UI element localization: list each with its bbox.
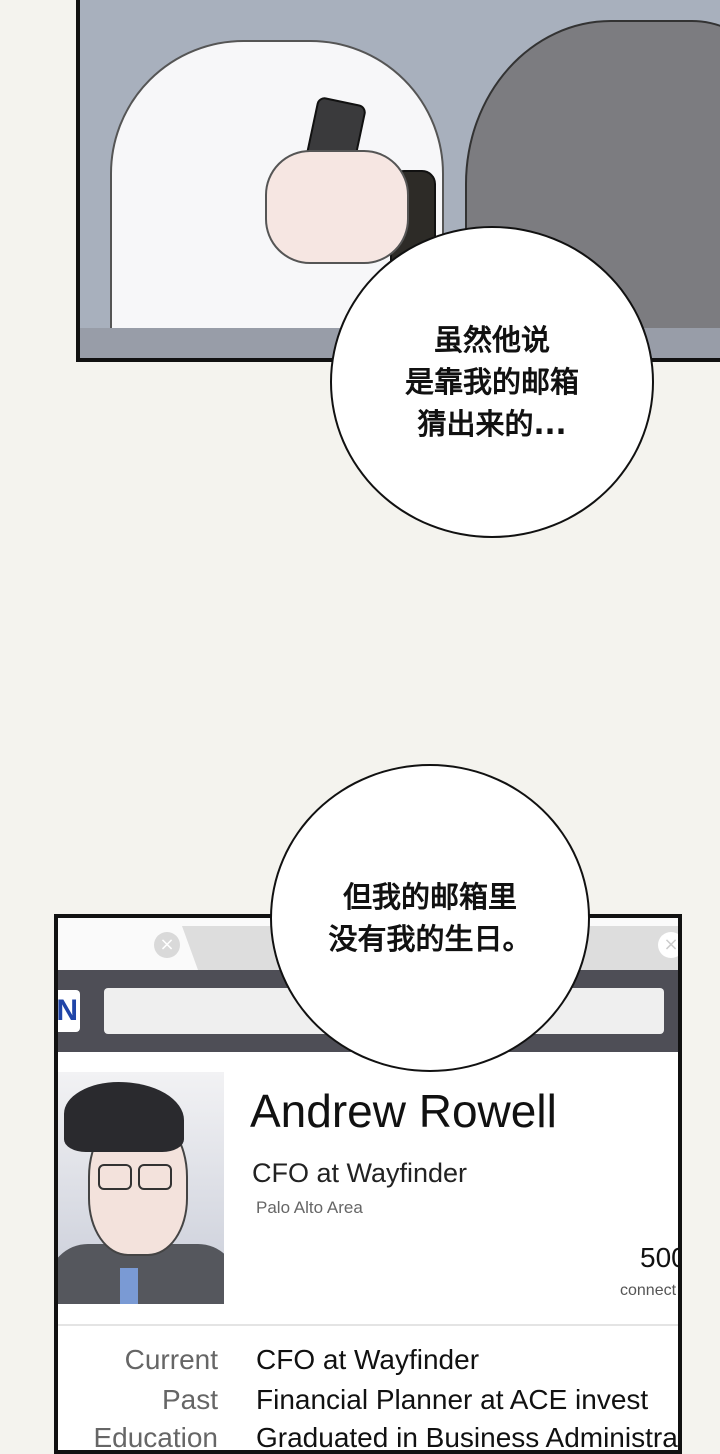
profile-location: Palo Alto Area bbox=[256, 1198, 363, 1217]
bubble-bottom-line-1: 但我的邮箱里 bbox=[342, 880, 517, 914]
divider bbox=[58, 1324, 678, 1326]
row-value-education: Graduated in Business Administra bbox=[256, 1422, 678, 1453]
tab-close-icon[interactable]: × bbox=[154, 932, 180, 958]
hands bbox=[265, 150, 409, 264]
bubble-top-line-2: 是靠我的邮箱 bbox=[404, 365, 579, 399]
site-logo[interactable]: N bbox=[58, 990, 80, 1032]
row-label-current: Current bbox=[124, 1344, 218, 1375]
avatar-hair bbox=[64, 1082, 184, 1152]
speech-bubble-bottom: 但我的邮箱里 没有我的生日。 bbox=[270, 764, 590, 1072]
connections-count[interactable]: 500 bbox=[640, 1242, 678, 1273]
bubble-top-line-1: 虽然他说 bbox=[433, 323, 550, 357]
profile-headline: CFO at Wayfinder bbox=[252, 1158, 468, 1188]
row-label-education: Education bbox=[93, 1422, 218, 1453]
row-label-past: Past bbox=[161, 1384, 218, 1415]
row-value-current: CFO at Wayfinder bbox=[256, 1344, 480, 1375]
profile-name: Andrew Rowell bbox=[250, 1085, 557, 1137]
bubble-top-line-3: 猜出来的... bbox=[417, 407, 567, 441]
avatar-glasses-right bbox=[138, 1164, 172, 1190]
avatar-glasses-left bbox=[98, 1164, 132, 1190]
avatar-tie bbox=[120, 1268, 138, 1304]
connections-label: connect bbox=[620, 1282, 677, 1299]
row-value-past: Financial Planner at ACE invest bbox=[256, 1384, 649, 1415]
bubble-bottom-line-2: 没有我的生日。 bbox=[328, 922, 532, 956]
profile-avatar bbox=[58, 1072, 224, 1304]
speech-bubble-top: 虽然他说 是靠我的邮箱 猜出来的... bbox=[330, 226, 654, 538]
tab-close-icon-2[interactable]: × bbox=[658, 932, 678, 958]
